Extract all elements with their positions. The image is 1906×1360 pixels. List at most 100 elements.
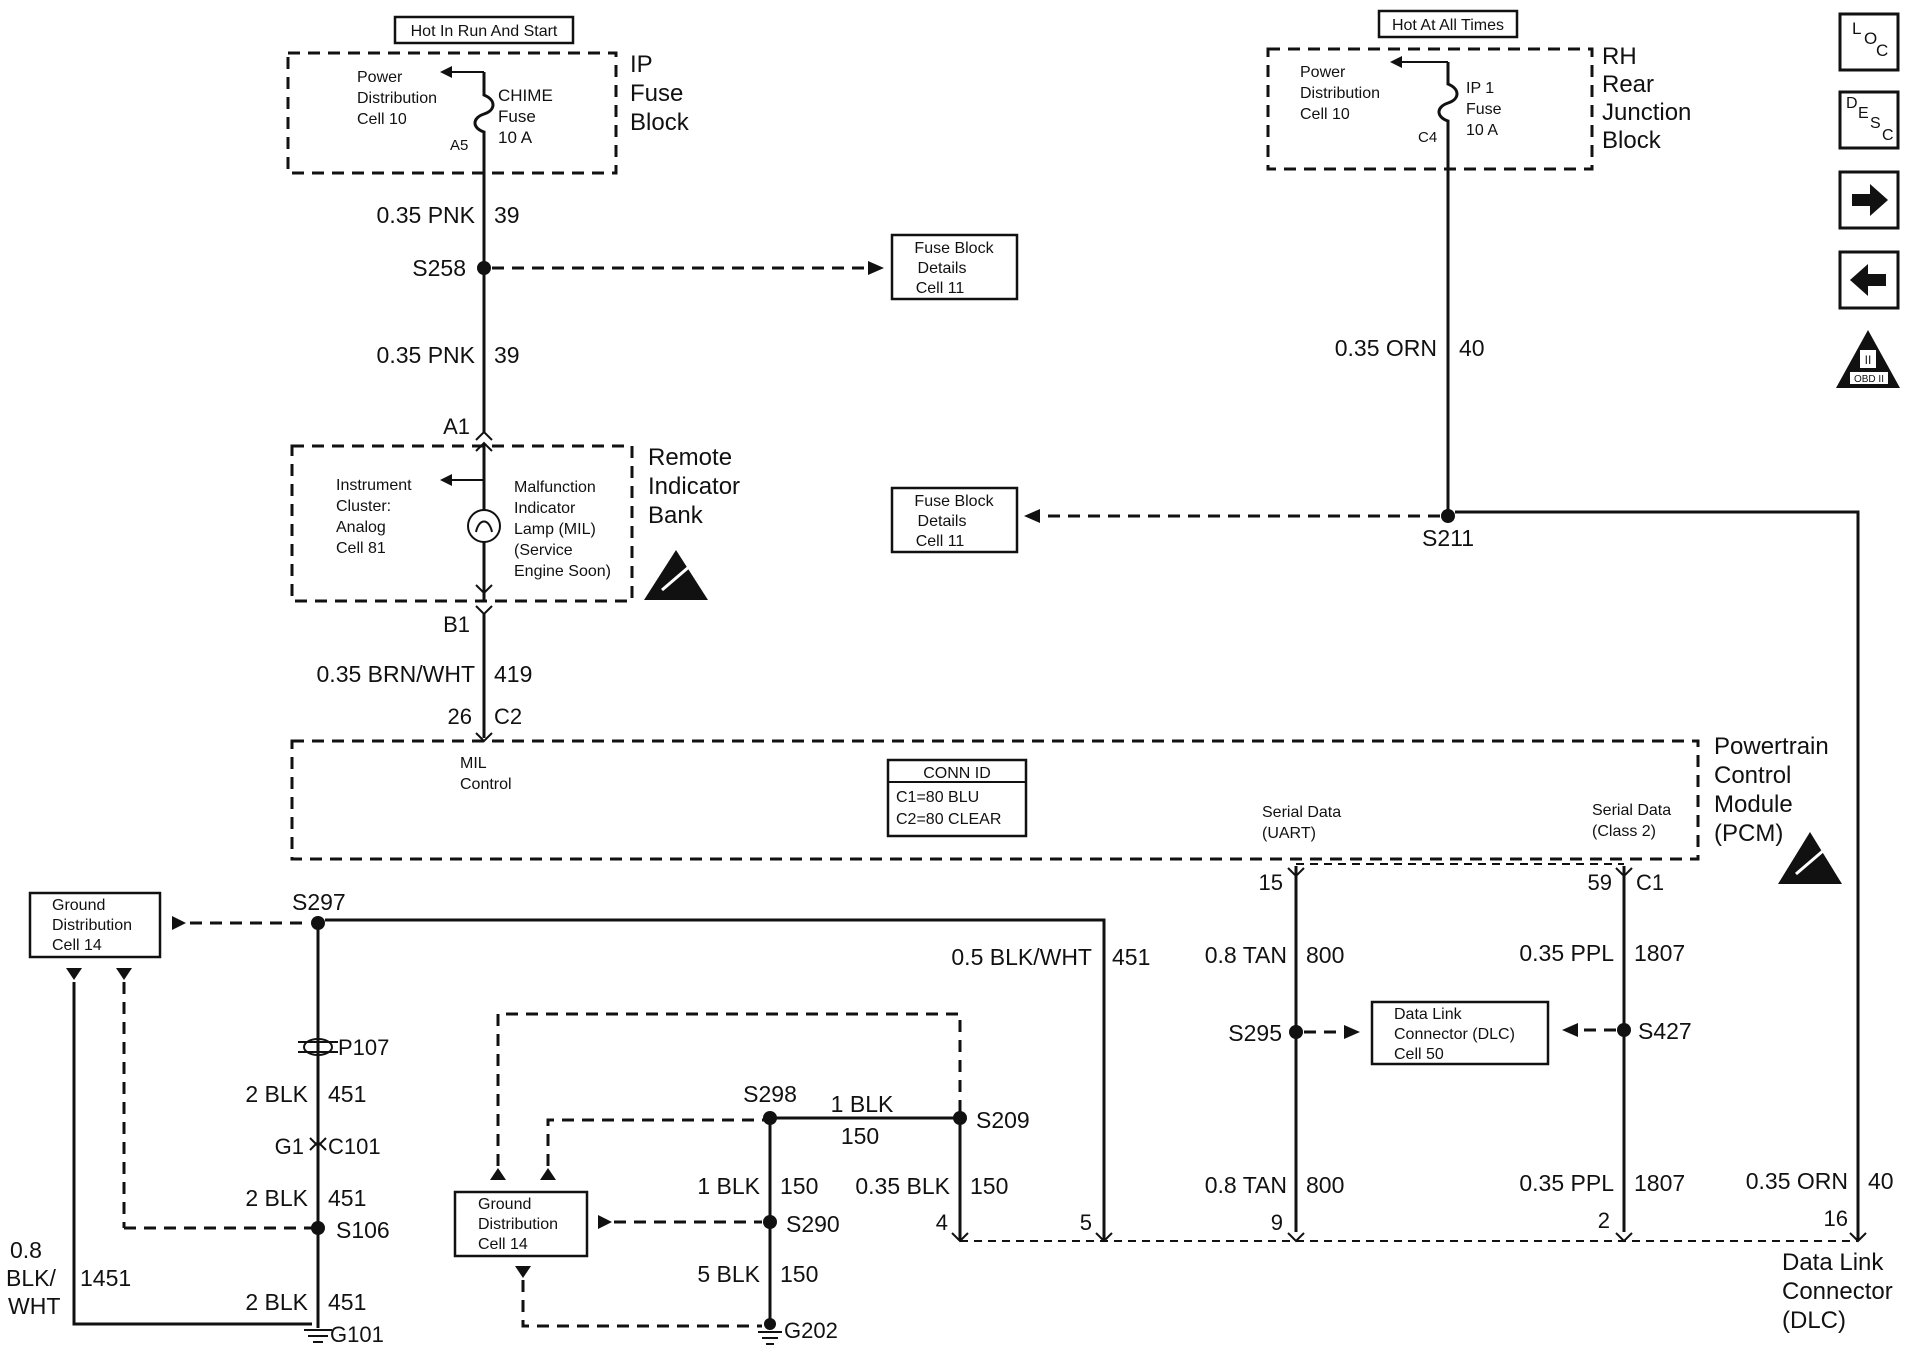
rear-title-2: Rear [1602, 71, 1654, 98]
wire-blkwht-1451 [72, 982, 312, 1326]
lamp-label-4: (Service [514, 542, 573, 559]
serial-uart-label-2: (UART) [1262, 825, 1316, 842]
dlc-pin5-icon [1095, 1232, 1113, 1243]
wire-brnwht-circuit: 419 [494, 661, 532, 687]
loc-button[interactable]: L O C [1838, 12, 1900, 72]
connector-c101-icon [309, 1137, 327, 1151]
obd-ii-badge [1860, 350, 1876, 368]
wire-ppl-gauge-1: 0.35 PPL [1519, 940, 1614, 966]
ground-left-down-arrow-1 [66, 968, 82, 980]
pcm-outline [290, 739, 1700, 861]
fuse-details-mid-line-3: Cell 11 [916, 533, 965, 550]
wire-blk2-circuit-3: 451 [328, 1289, 366, 1315]
ground-mid-up-arrow-2 [540, 1168, 556, 1180]
rear-title-3: Junction [1602, 99, 1691, 126]
connector-b1-inner-icon [475, 584, 493, 595]
pcm-esd-warning-icon [1778, 832, 1842, 884]
dlc-details-line-1: Data Link [1394, 1006, 1463, 1023]
ground-g202: G202 [784, 1318, 838, 1343]
ground-g202-icon [758, 1331, 782, 1345]
indicator-title-1: Remote [648, 444, 732, 471]
hot-in-run-label: Hot In Run And Start [411, 23, 558, 40]
ip1-fuse-label-3: 10 A [1466, 122, 1498, 139]
wire-pnk-gauge-1: 0.35 PNK [377, 202, 476, 228]
previous-button[interactable] [1838, 250, 1900, 310]
desc-button[interactable]: D E S C [1838, 90, 1900, 150]
wire-orn-to-dlc [1455, 510, 1860, 1240]
dlc-pin-5: 5 [1080, 1210, 1092, 1235]
serial-class2-label-1: Serial Data [1592, 802, 1671, 819]
hot-in-run-label-box [393, 15, 575, 45]
remote-indicator-bank: A1 Instrument Cluster: Analog Cell 81 Ma… [290, 414, 740, 616]
fuse-block-details-mid: Fuse Block Details Cell 11 [890, 486, 1019, 554]
chime-fuse-label-1: CHIME [498, 86, 553, 105]
wire-tan-circuit-1: 800 [1306, 942, 1344, 968]
ground-left-line-2: Distribution [52, 917, 132, 934]
ground-distribution-mid: Ground Distribution Cell 14 [453, 1168, 612, 1278]
ip-fuse-block-title-3: Block [630, 109, 690, 136]
ground-mid-arrow-icon [598, 1215, 612, 1229]
conn-id-c2: C2=80 CLEAR [896, 811, 1001, 828]
mil-control-label-1: MIL [460, 755, 487, 772]
wire-blkwht-451 [325, 918, 1106, 1240]
wire-blk2-circuit-2: 451 [328, 1185, 366, 1211]
splice-s427-dot [1617, 1023, 1631, 1037]
ip-fuse-block: Hot In Run And Start Power Distribution … [286, 15, 690, 175]
pin-26: 26 [448, 704, 472, 729]
mil-lamp-filament [475, 520, 493, 533]
obd-ii-button[interactable]: II OBD II [1836, 330, 1900, 388]
conn-id-c1: C1=80 BLU [896, 789, 979, 806]
dlc-pin-16: 16 [1824, 1206, 1848, 1231]
hot-at-all-times-box [1377, 9, 1519, 39]
loc-letter-l: L [1852, 19, 1861, 38]
fuse-details-top-line-1: Fuse Block [914, 240, 994, 257]
ground-mid-up-arrow-1 [490, 1168, 506, 1180]
rear-block-outline [1266, 47, 1594, 171]
wire-blkwht-circuit: 451 [1112, 944, 1150, 970]
rear-pd-label-2: Distribution [1300, 85, 1380, 102]
cluster-label-3: Analog [336, 519, 386, 536]
splice-s295-dot [1289, 1025, 1303, 1039]
wire-bw-gauge-1: 0.8 [10, 1237, 42, 1263]
next-button[interactable] [1838, 170, 1900, 230]
dlc-pin-2: 2 [1598, 1208, 1610, 1233]
dlc-pin2-icon [1615, 1232, 1633, 1243]
s209-reference-loop [496, 1012, 962, 1166]
ground-left-arrow-icon [172, 916, 186, 930]
arrow-left-icon [1850, 264, 1886, 296]
ground-left-line-3: Cell 14 [52, 937, 102, 954]
rear-title-4: Block [1602, 127, 1662, 154]
wire-blk2-gauge-1: 2 BLK [245, 1081, 308, 1107]
pin-59: 59 [1588, 870, 1612, 895]
dlc-pin4-icon [951, 1232, 969, 1243]
ground-mid-line-3: Cell 14 [478, 1236, 528, 1253]
splice-s209: S209 [976, 1107, 1030, 1133]
pcm-esd-warning-hand [1795, 848, 1825, 876]
splice-s106-dot [311, 1221, 325, 1235]
wire-tan-gauge-2: 0.8 TAN [1205, 1172, 1287, 1198]
dlc-pin-4: 4 [936, 1210, 948, 1235]
rh-rear-junction-block: Hot At All Times Power Distribution Cell… [1266, 9, 1691, 171]
wire-blk2-gauge-3: 2 BLK [245, 1289, 308, 1315]
terminal-a5: A5 [450, 137, 468, 154]
splice-s427: S427 [1638, 1018, 1692, 1044]
esd-warning-icon [644, 550, 708, 600]
ip-fuse-block-title-1: IP [630, 51, 653, 78]
wire-bw-gauge-3: WHT [8, 1293, 60, 1319]
ground-g101-icon [304, 1329, 332, 1343]
wire-blkwht-gauge: 0.5 BLK/WHT [951, 944, 1092, 970]
pcm-title-1: Powertrain [1714, 733, 1829, 760]
power-distribution-label-1: Power [357, 69, 403, 86]
ground-mid-line-2: Distribution [478, 1216, 558, 1233]
connector-c101: C101 [328, 1134, 381, 1159]
fuse-details-top-line-2: Details [918, 260, 967, 277]
ip-fuse-block-outline [286, 51, 618, 175]
wire-blk2-gauge-2: 2 BLK [245, 1185, 308, 1211]
s427-arrow-icon [1562, 1023, 1578, 1037]
splice-s298: S298 [743, 1081, 797, 1107]
mil-control-label-2: Control [460, 776, 512, 793]
connector-p107: P107 [338, 1035, 389, 1060]
lamp-label-1: Malfunction [514, 479, 596, 496]
cluster-label-4: Cell 81 [336, 540, 386, 557]
rear-pd-arrow-icon [1390, 56, 1402, 68]
